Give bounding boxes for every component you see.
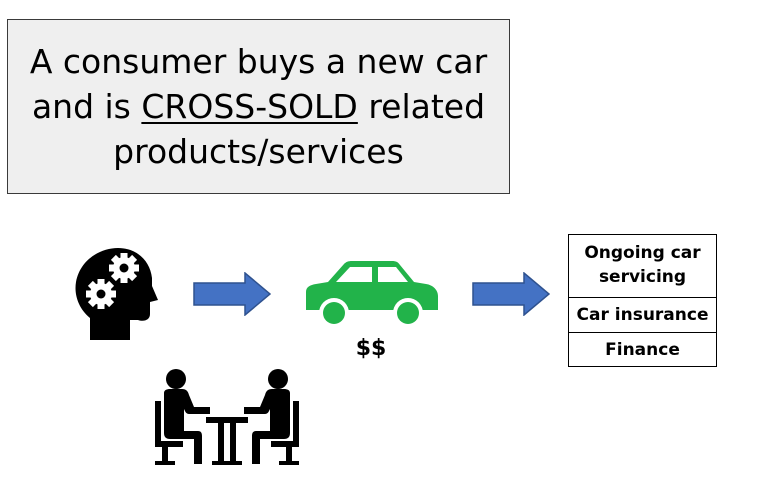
list-item-car-insurance: Car insurance: [569, 297, 716, 332]
price-label: $$: [355, 336, 387, 361]
right-arrow-icon: [472, 272, 550, 316]
cross-sold-products-list: Ongoing car servicing Car insurance Fina…: [568, 234, 717, 367]
title-line-2-start: and is: [31, 87, 142, 126]
car-icon: [306, 261, 438, 328]
list-item-finance: Finance: [569, 332, 716, 366]
people-at-table-icon: [155, 369, 299, 465]
title-line-3: products/services: [113, 132, 404, 171]
head-with-gears-icon: [75, 248, 158, 340]
list-item-car-servicing: Ongoing car servicing: [584, 243, 701, 287]
cross-sold-emphasis: CROSS-SOLD: [141, 87, 358, 126]
title-text: A consumer buys a new car and is CROSS-S…: [30, 39, 487, 174]
title-box: A consumer buys a new car and is CROSS-S…: [7, 19, 510, 194]
title-line-1: A consumer buys a new car: [29, 42, 488, 81]
title-line-2-end: related: [357, 87, 486, 126]
right-arrow-icon: [193, 272, 271, 316]
